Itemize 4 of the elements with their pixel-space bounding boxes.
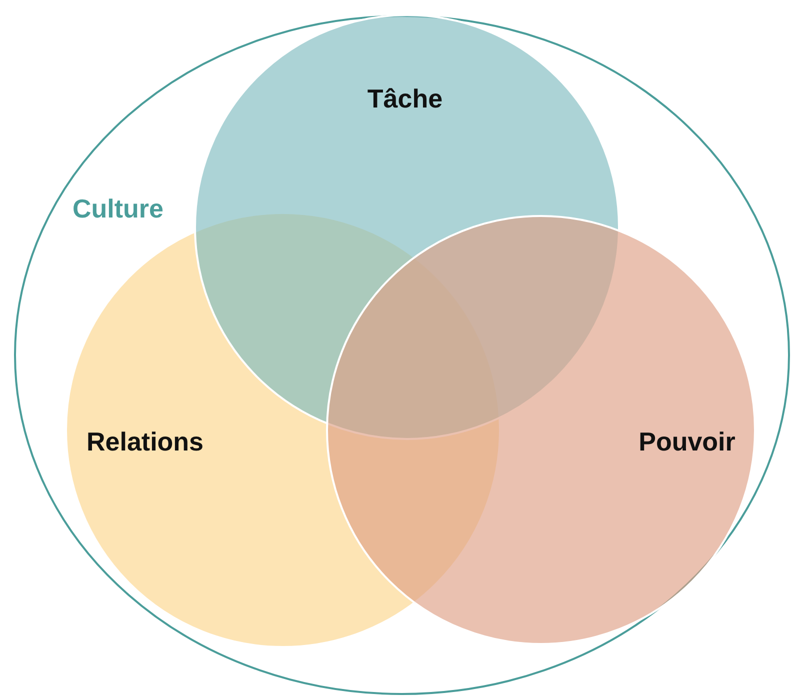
circle-label: Relations xyxy=(86,426,204,458)
set-label: Culture xyxy=(72,194,164,224)
circle-label: Tâche xyxy=(367,84,443,114)
circle-label: Pouvoir xyxy=(638,426,736,458)
